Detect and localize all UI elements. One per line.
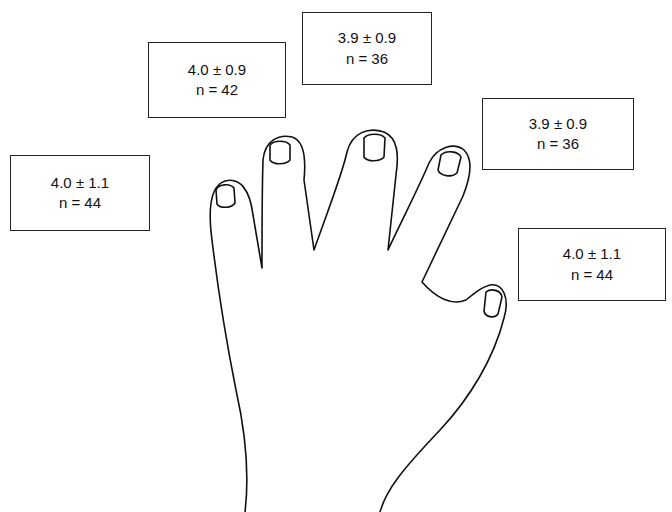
nail [216,185,235,207]
nail [364,134,385,161]
hand-contour [210,130,506,512]
data-box: 4.0 ± 1.1n = 44 [518,228,666,301]
mean-value: 4.0 ± 1.1 [563,244,621,264]
nail [484,290,502,317]
mean-value: 4.0 ± 0.9 [188,60,246,80]
data-box: 3.9 ± 0.9n = 36 [482,98,634,170]
sample-size: n = 42 [196,80,238,100]
data-box: 4.0 ± 1.1n = 44 [10,155,150,231]
data-box: 4.0 ± 0.9n = 42 [148,42,286,118]
nail [438,152,461,176]
sample-size: n = 44 [571,265,613,285]
mean-value: 4.0 ± 1.1 [51,173,109,193]
sample-size: n = 44 [59,193,101,213]
mean-value: 3.9 ± 0.9 [338,28,396,48]
nail [270,141,290,164]
mean-value: 3.9 ± 0.9 [529,114,587,134]
sample-size: n = 36 [346,49,388,69]
sample-size: n = 36 [537,134,579,154]
data-box: 3.9 ± 0.9n = 36 [302,12,432,85]
